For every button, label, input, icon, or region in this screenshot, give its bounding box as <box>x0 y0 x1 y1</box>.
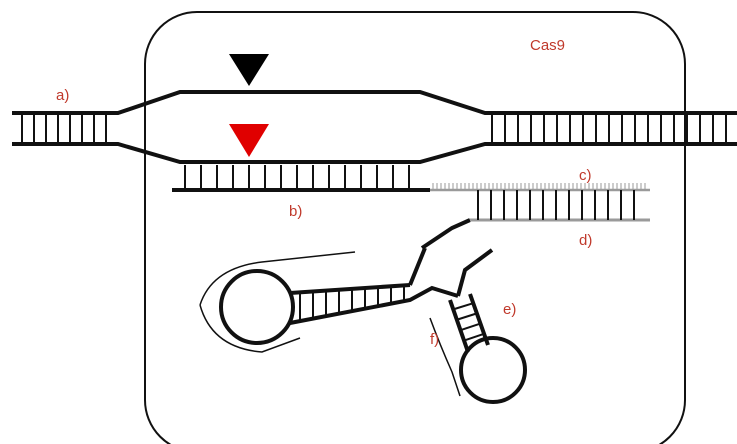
label-cas9: Cas9 <box>530 37 565 54</box>
tracr-rna <box>199 247 527 404</box>
label-d: d) <box>579 232 592 249</box>
label-f: f) <box>430 331 439 348</box>
dna-bottom-strand <box>12 142 737 164</box>
dna-left-base-pairs <box>21 113 107 144</box>
guide-tail <box>430 183 650 192</box>
cas9-protein-outline <box>144 11 686 444</box>
stem-base-pair <box>463 332 485 342</box>
stem-loop-1 <box>219 269 295 345</box>
dna-top-strand <box>12 90 737 115</box>
label-e: e) <box>503 301 516 318</box>
stem-base-pair <box>456 312 478 321</box>
dna-right-base-pairs <box>491 113 727 144</box>
label-b: b) <box>289 203 302 220</box>
label-c: c) <box>579 167 592 184</box>
stem-base-pair <box>460 322 481 332</box>
target-dna <box>12 90 737 164</box>
protein-contour-1 <box>199 251 356 306</box>
cut-site-marker-bottom <box>229 124 269 157</box>
label-a: a) <box>56 87 69 104</box>
repeat-antirepeat-duplex <box>420 190 650 250</box>
protein-contour-2 <box>429 317 461 397</box>
stem-base-pair <box>452 302 474 311</box>
guide-spacer <box>172 165 430 192</box>
cut-site-marker-top <box>229 54 269 86</box>
stem-loop-2 <box>459 336 527 404</box>
